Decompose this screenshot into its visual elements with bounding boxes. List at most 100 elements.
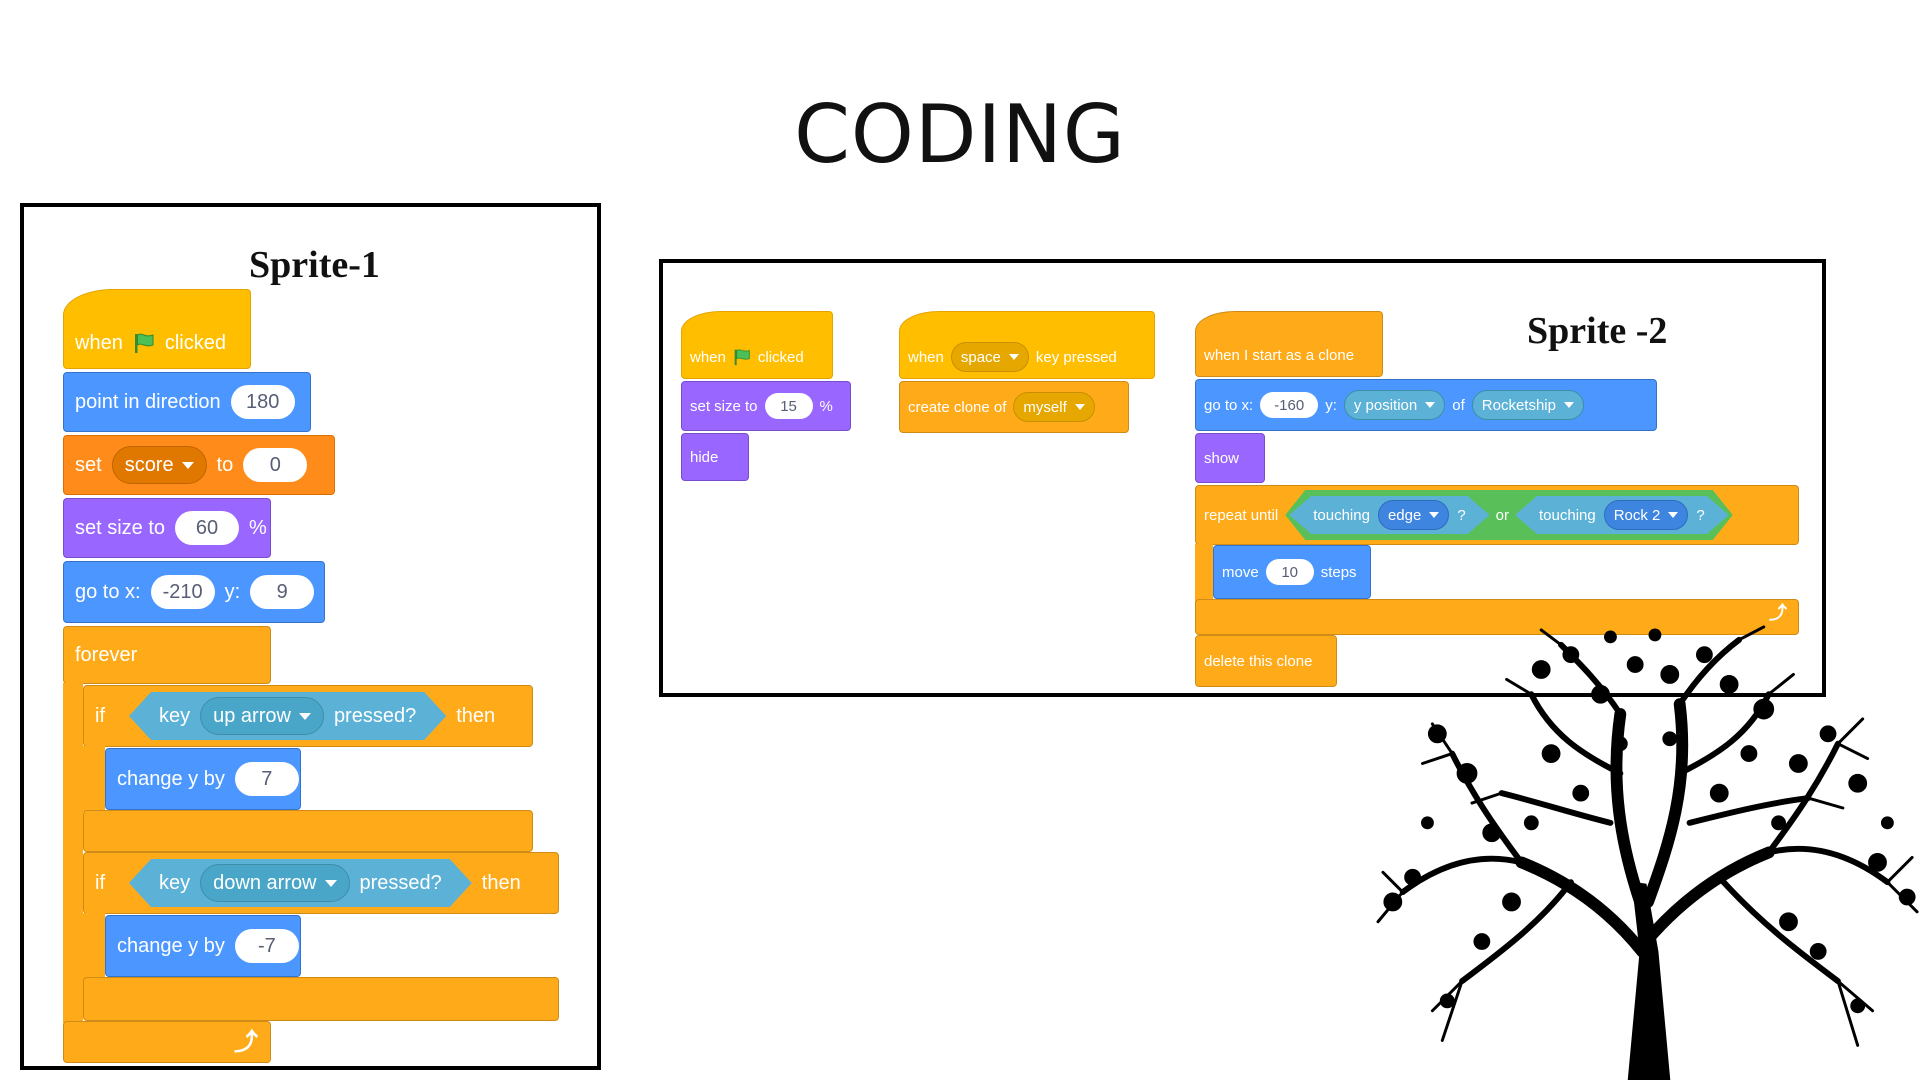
show-label: show: [1204, 449, 1240, 467]
if-up-arrow-block[interactable]: if key up arrow pressed? then: [83, 685, 533, 747]
then-label: then: [481, 871, 521, 894]
clone-dropdown[interactable]: myself: [1013, 392, 1095, 422]
green-flag-icon: [134, 333, 154, 353]
delete-clone-block[interactable]: delete this clone: [1195, 635, 1337, 687]
direction-input[interactable]: 180: [230, 385, 295, 419]
goto-x-label: go to x:: [75, 580, 141, 603]
goto-y-label: y:: [1325, 396, 1337, 414]
hide-block[interactable]: hide: [681, 433, 749, 481]
percent-label: %: [819, 397, 833, 415]
change-y-block-2[interactable]: change y by -7: [105, 915, 301, 977]
touching-label: touching: [1313, 506, 1370, 524]
if-label: if: [95, 871, 105, 894]
key-dropdown-up[interactable]: up arrow: [200, 697, 324, 735]
forever-block[interactable]: forever: [63, 626, 271, 684]
if1-footer: [83, 810, 533, 852]
change-y-input[interactable]: -7: [234, 929, 299, 963]
set-size-block[interactable]: set size to 60 %: [63, 498, 271, 558]
clicked-label: clicked: [757, 348, 804, 366]
when-flag-clicked-hat[interactable]: when clicked: [63, 289, 251, 369]
y-option: y position: [1353, 396, 1418, 414]
key-option: down arrow: [213, 871, 317, 894]
touching-option: Rock 2: [1613, 506, 1661, 524]
question-mark: ?: [1457, 506, 1466, 524]
change-y-label: change y by: [117, 767, 225, 790]
goto-x-label: go to x:: [1204, 396, 1254, 414]
chevron-down-icon: [299, 713, 311, 720]
sprite2-title: Sprite -2: [1527, 310, 1668, 352]
create-clone-label: create clone of: [908, 398, 1007, 416]
y-position-dropdown[interactable]: y position: [1343, 390, 1446, 420]
touching-option: edge: [1387, 506, 1422, 524]
when-flag-clicked-hat-2[interactable]: when clicked: [681, 311, 833, 379]
if-down-arrow-block[interactable]: if key down arrow pressed? then: [83, 852, 559, 914]
object-dropdown[interactable]: Rocketship: [1471, 390, 1584, 420]
touching-edge-condition[interactable]: touching edge ?: [1289, 496, 1489, 534]
create-clone-block[interactable]: create clone of myself: [899, 381, 1129, 433]
set-size-label: set size to: [75, 516, 166, 539]
tree-silhouette-image: [1376, 625, 1919, 1080]
show-block[interactable]: show: [1195, 433, 1265, 483]
to-label: to: [216, 453, 234, 476]
clicked-label: clicked: [164, 331, 226, 354]
set-size-label: set size to: [690, 397, 758, 415]
variable-name: score: [124, 453, 174, 476]
if2-footer: [83, 977, 559, 1021]
touching-label: touching: [1539, 506, 1596, 524]
then-label: then: [456, 704, 496, 727]
when-label: when: [75, 331, 123, 354]
sprite2-panel: Sprite -2 when clicked set size to 15 % …: [659, 259, 1826, 697]
touching-dropdown-rock[interactable]: Rock 2: [1604, 500, 1689, 530]
sprite1-panel: Sprite-1 when clicked point in direction…: [20, 203, 601, 1070]
slide-title: CODING: [794, 88, 1126, 181]
point-in-direction-block[interactable]: point in direction 180: [63, 372, 311, 432]
go-to-xy-block-2[interactable]: go to x: -160 y: y position of Rocketshi…: [1195, 379, 1657, 431]
change-y-input[interactable]: 7: [234, 762, 299, 796]
hide-label: hide: [690, 448, 719, 466]
go-to-xy-block[interactable]: go to x: -210 y: 9: [63, 561, 325, 623]
clone-option: myself: [1023, 398, 1067, 416]
pressed-label: pressed?: [333, 704, 417, 727]
repeat-until-label: repeat until: [1204, 506, 1279, 524]
chevron-down-icon: [1074, 404, 1085, 410]
point-label: point in direction: [75, 390, 221, 413]
if1-arm: [83, 746, 105, 812]
repeat-footer: [1195, 599, 1799, 635]
variable-value-input[interactable]: 0: [243, 448, 308, 482]
chevron-down-icon: [1563, 402, 1574, 408]
clone-hat-label: when I start as a clone: [1204, 346, 1355, 364]
goto-y-label: y:: [224, 580, 241, 603]
if-label: if: [95, 704, 105, 727]
x-input[interactable]: -210: [150, 575, 215, 609]
size-input[interactable]: 15: [764, 393, 813, 419]
key-dropdown-down[interactable]: down arrow: [200, 864, 349, 902]
variable-dropdown[interactable]: score: [111, 446, 207, 484]
touching-rock-condition[interactable]: touching Rock 2 ?: [1515, 496, 1729, 534]
if2-arm: [83, 913, 105, 981]
change-y-block-1[interactable]: change y by 7: [105, 748, 301, 810]
key-dropdown-space[interactable]: space: [950, 342, 1029, 372]
x-input[interactable]: -160: [1260, 392, 1319, 418]
loop-arrow-icon: ⤴: [234, 1029, 258, 1056]
when-label: when: [690, 348, 726, 366]
when-i-start-as-clone-hat[interactable]: when I start as a clone: [1195, 311, 1383, 377]
steps-input[interactable]: 10: [1265, 559, 1314, 585]
chevron-down-icon: [1429, 512, 1439, 518]
when-key-pressed-hat[interactable]: when space key pressed: [899, 311, 1155, 379]
or-operator[interactable]: touching edge ? or touching Rock 2 ?: [1285, 490, 1733, 540]
change-y-label: change y by: [117, 934, 225, 957]
touching-dropdown-edge[interactable]: edge: [1378, 500, 1449, 530]
repeat-until-block[interactable]: repeat until touching edge ? or touching…: [1195, 485, 1799, 545]
object-option: Rocketship: [1481, 396, 1556, 414]
key-pressed-condition[interactable]: key down arrow pressed?: [129, 859, 472, 907]
set-variable-block[interactable]: set score to 0: [63, 435, 335, 495]
delete-clone-label: delete this clone: [1204, 652, 1313, 670]
y-input[interactable]: 9: [250, 575, 315, 609]
set-size-block-2[interactable]: set size to 15 %: [681, 381, 851, 431]
repeat-arm: [1195, 544, 1213, 604]
key-pressed-condition[interactable]: key up arrow pressed?: [129, 692, 446, 740]
move-steps-block[interactable]: move 10 steps: [1213, 545, 1371, 599]
chevron-down-icon: [1008, 354, 1019, 360]
size-input[interactable]: 60: [175, 511, 240, 545]
set-label: set: [75, 453, 102, 476]
